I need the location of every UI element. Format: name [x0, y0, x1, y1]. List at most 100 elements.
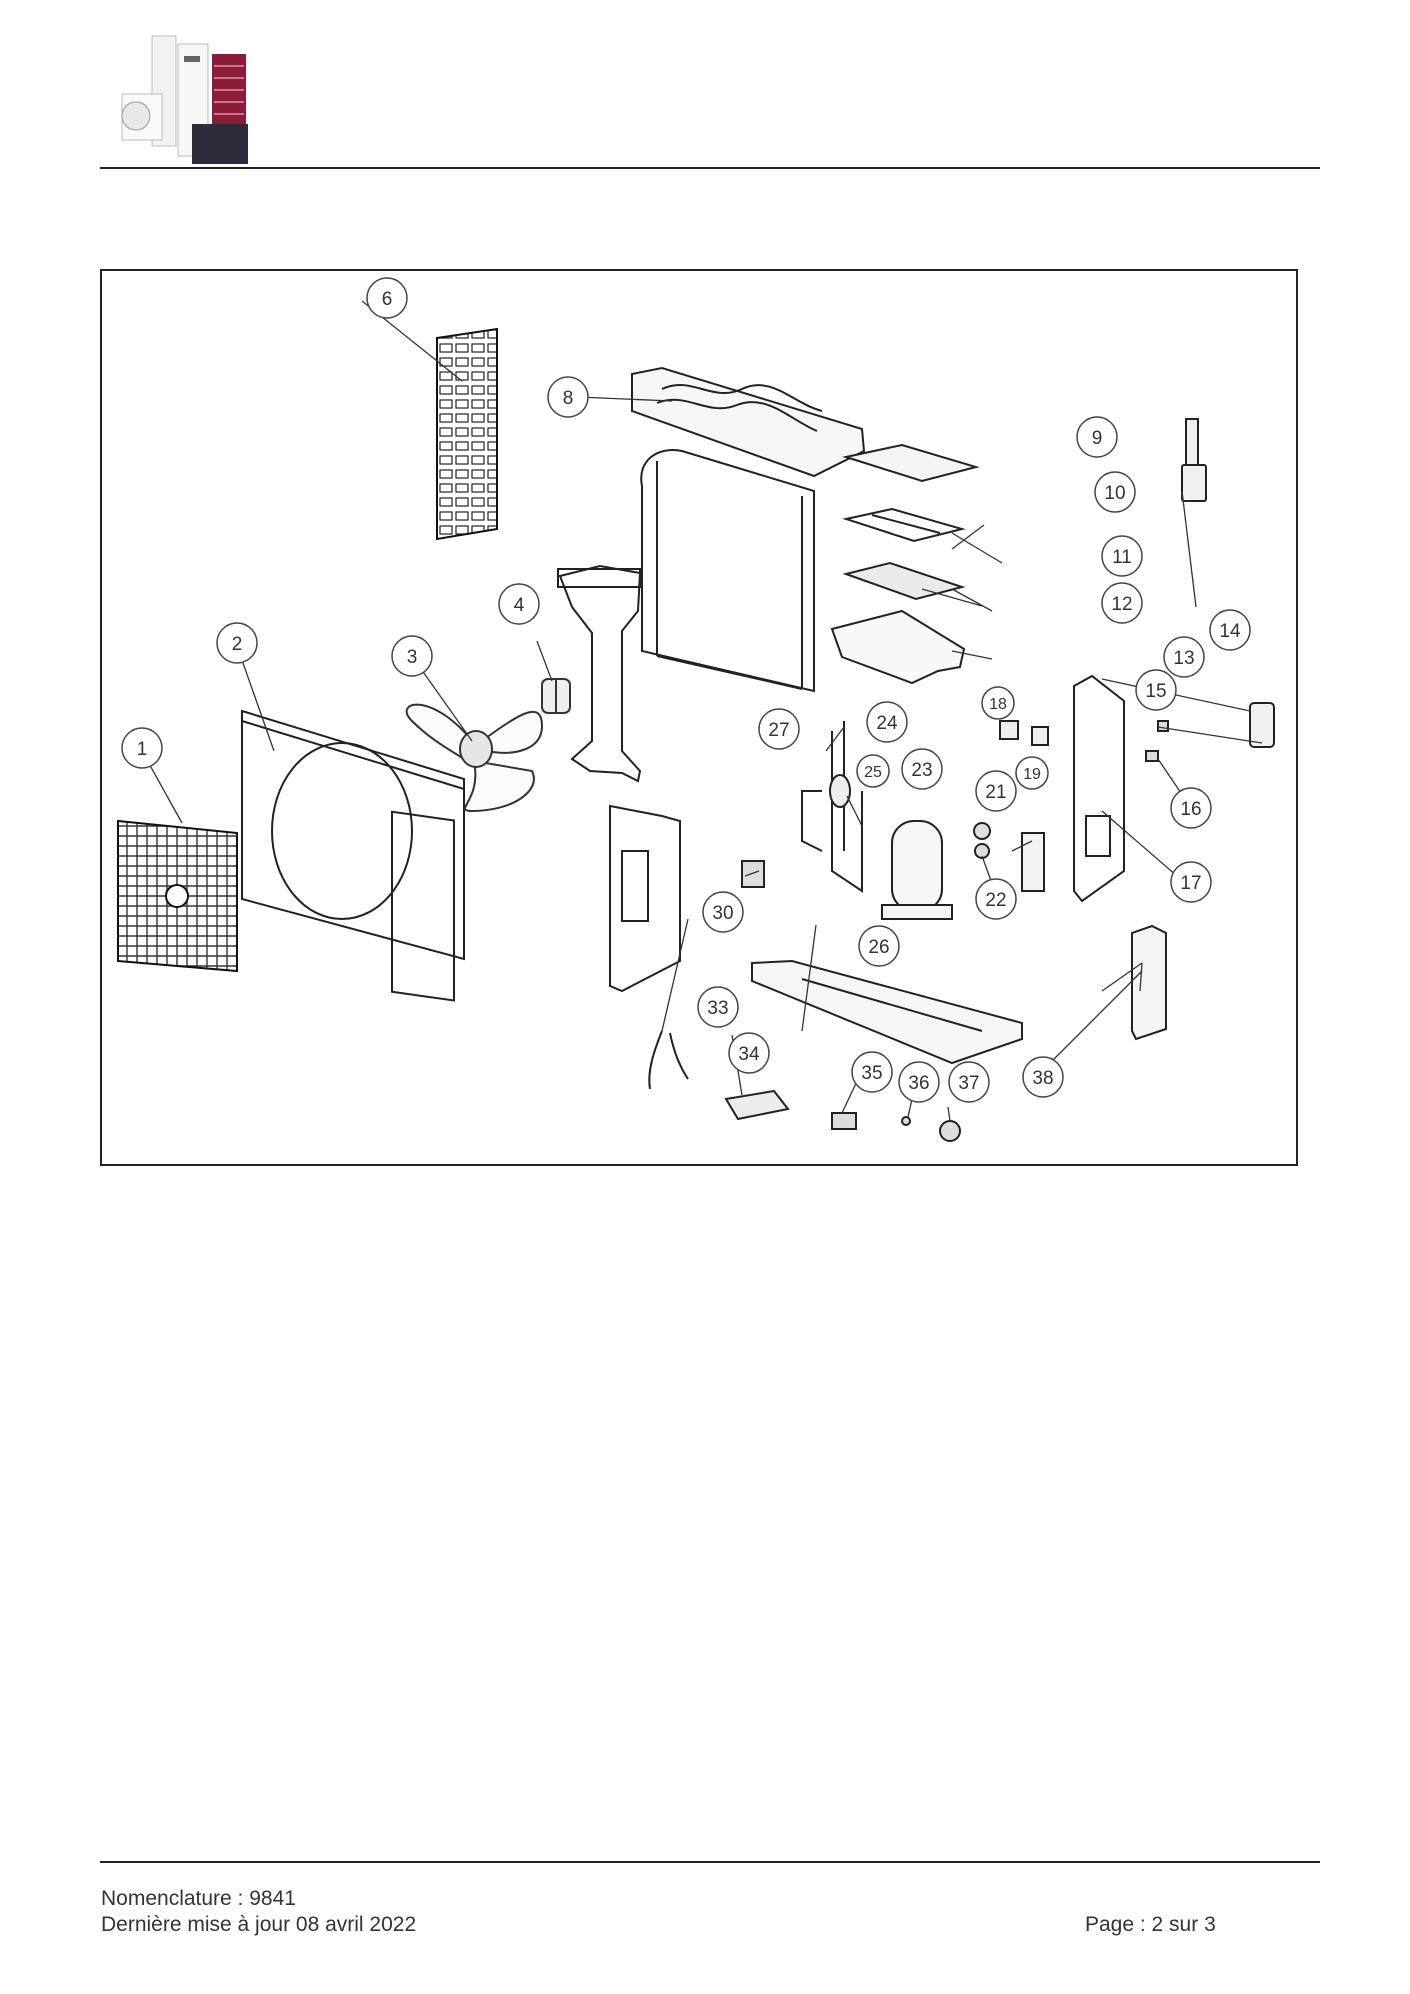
callout-19: 19 — [1015, 756, 1049, 790]
part-component-36 — [901, 1116, 911, 1126]
part-electrical-frame — [842, 507, 966, 543]
callout-21: 21 — [975, 770, 1017, 812]
part-side-grille — [436, 327, 498, 541]
callout-3: 3 — [391, 635, 433, 677]
part-capacitor — [973, 822, 991, 859]
callout-25: 25 — [856, 754, 890, 788]
callout-33: 33 — [697, 986, 739, 1028]
svg-text:1: 1 — [137, 739, 148, 760]
part-side-cover — [1131, 924, 1167, 1041]
callout-36: 36 — [898, 1061, 940, 1103]
svg-text:26: 26 — [868, 937, 889, 958]
callout-11: 11 — [1101, 535, 1143, 577]
svg-text:11: 11 — [1112, 547, 1132, 568]
callout-18: 18 — [981, 686, 1015, 720]
callout-23: 23 — [901, 748, 943, 790]
part-reactor — [1021, 832, 1045, 892]
part-heat-exchanger — [640, 449, 815, 693]
part-component-18 — [999, 720, 1019, 740]
svg-text:24: 24 — [876, 713, 898, 734]
svg-text:13: 13 — [1173, 648, 1194, 669]
callout-35: 35 — [851, 1051, 893, 1093]
svg-text:4: 4 — [514, 595, 525, 616]
svg-text:37: 37 — [958, 1073, 979, 1094]
part-valve-cover — [1249, 702, 1275, 748]
callout-34: 34 — [728, 1032, 770, 1074]
svg-text:30: 30 — [712, 903, 733, 924]
callout-4: 4 — [498, 583, 540, 625]
callout-37: 37 — [948, 1061, 990, 1103]
part-fan-motor — [541, 678, 571, 714]
exploded-view-diagram: 1 2 3 4 6 8 9 10 11 12 13 14 15 16 17 18… — [117, 277, 1275, 1142]
part-sensor-probe — [1181, 418, 1207, 502]
callout-22: 22 — [975, 878, 1017, 920]
callout-6: 6 — [366, 277, 408, 319]
callout-17: 17 — [1170, 861, 1212, 903]
part-valve-15 — [1157, 720, 1169, 732]
page-number: Page : 2 sur 3 — [1085, 1913, 1216, 1936]
header-rule — [100, 167, 1320, 169]
callout-16: 16 — [1170, 787, 1212, 829]
svg-text:17: 17 — [1180, 873, 1201, 894]
callout-15: 15 — [1135, 669, 1177, 711]
part-fan-grille — [117, 819, 238, 973]
exploded-view-frame: 1 2 3 4 6 8 9 10 11 12 13 14 15 16 17 18… — [100, 269, 1298, 1166]
part-left-panel — [609, 804, 681, 993]
part-electrical-cover — [842, 443, 980, 483]
svg-text:25: 25 — [864, 764, 882, 781]
svg-text:3: 3 — [407, 647, 418, 668]
last-update-text: Dernière mise à jour 08 avril 2022 — [101, 1913, 417, 1936]
part-wire-harness — [648, 1030, 689, 1090]
svg-text:16: 16 — [1180, 799, 1201, 820]
callout-24: 24 — [866, 701, 908, 743]
callout-13: 13 — [1163, 636, 1205, 678]
svg-text:21: 21 — [985, 782, 1006, 803]
callout-14: 14 — [1209, 609, 1251, 651]
svg-text:27: 27 — [768, 720, 789, 741]
part-compressor — [881, 820, 953, 920]
callout-30: 30 — [702, 891, 744, 933]
callout-1: 1 — [121, 727, 163, 769]
svg-text:2: 2 — [232, 634, 243, 655]
callout-12: 12 — [1101, 582, 1143, 624]
part-right-panel — [1073, 674, 1125, 903]
callout-10: 10 — [1094, 471, 1136, 513]
part-front-panel — [241, 709, 465, 1002]
part-piping-assembly — [801, 721, 863, 893]
footer-rule — [100, 1861, 1320, 1863]
svg-text:14: 14 — [1219, 621, 1241, 642]
part-propeller — [405, 703, 544, 813]
svg-text:36: 36 — [908, 1073, 929, 1094]
svg-text:15: 15 — [1145, 681, 1166, 702]
svg-text:22: 22 — [985, 890, 1006, 911]
part-valve-30 — [741, 860, 765, 888]
part-heater — [724, 1089, 790, 1121]
svg-text:35: 35 — [861, 1063, 882, 1084]
part-component-35 — [831, 1112, 857, 1130]
callout-27: 27 — [758, 708, 800, 750]
svg-text:10: 10 — [1104, 483, 1125, 504]
svg-text:18: 18 — [989, 696, 1007, 713]
callout-9: 9 — [1076, 416, 1118, 458]
part-top-cover — [631, 366, 866, 478]
svg-text:8: 8 — [563, 388, 574, 409]
svg-text:9: 9 — [1092, 428, 1103, 449]
callout-2: 2 — [216, 622, 258, 664]
part-drain-connector — [939, 1120, 961, 1142]
svg-text:12: 12 — [1111, 594, 1132, 615]
svg-text:6: 6 — [382, 289, 393, 310]
svg-text:19: 19 — [1023, 766, 1041, 783]
svg-text:34: 34 — [738, 1044, 760, 1065]
svg-text:23: 23 — [911, 760, 932, 781]
part-component-19 — [1031, 726, 1049, 746]
callout-8: 8 — [547, 376, 589, 418]
part-valve-16 — [1145, 750, 1159, 762]
callout-38: 38 — [1022, 1056, 1064, 1098]
svg-text:33: 33 — [707, 998, 728, 1019]
svg-text:38: 38 — [1032, 1068, 1053, 1089]
part-base-plate — [751, 959, 1023, 1065]
part-electrical-box — [830, 609, 966, 685]
part-control-board — [842, 561, 966, 601]
part-motor-bracket — [557, 564, 642, 783]
callout-26: 26 — [858, 925, 900, 967]
